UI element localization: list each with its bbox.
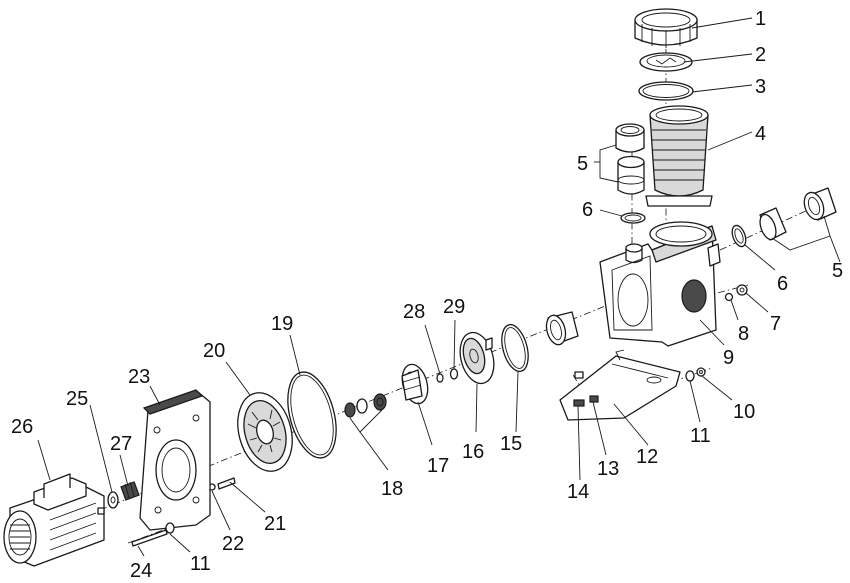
callout-9: 9 (723, 347, 734, 369)
union-o-ring-top (620, 212, 646, 224)
base-bracket (559, 349, 681, 421)
diffuser (459, 331, 495, 385)
diffuser-o-ring (501, 323, 529, 373)
washer-left (165, 522, 175, 534)
callout-8: 8 (738, 323, 749, 345)
callout-4: 4 (755, 123, 766, 145)
callout-29: 29 (443, 296, 465, 318)
callout-27: 27 (110, 433, 132, 455)
callout-6-side: 6 (777, 273, 788, 295)
seal-plate-o-ring (287, 371, 337, 459)
callout-11-left: 11 (190, 553, 211, 575)
callout-labels: 1 2 3 4 5 5 6 6 7 8 9 10 11 11 12 13 14 … (11, 8, 843, 582)
drain-plug (736, 284, 748, 296)
seal-plate (237, 392, 293, 472)
union-o-ring-side (731, 224, 747, 248)
base-pad-13 (589, 395, 599, 403)
callout-15: 15 (500, 433, 522, 455)
nut-right (696, 367, 706, 377)
lid-locking-ring (634, 8, 698, 48)
motor-bracket (139, 389, 211, 531)
callout-3: 3 (755, 76, 766, 98)
callout-24: 24 (130, 560, 152, 582)
callout-23: 23 (128, 366, 150, 388)
slinger-washer (107, 491, 119, 509)
strainer-basket (645, 105, 713, 207)
callout-6-top: 6 (582, 199, 593, 221)
strainer-lid (639, 52, 693, 72)
callout-22: 22 (222, 533, 244, 555)
callout-16: 16 (462, 441, 484, 463)
union-connector-side (759, 187, 837, 241)
union-connector-top (615, 123, 645, 195)
callout-1: 1 (755, 8, 766, 30)
callout-17: 17 (427, 455, 449, 477)
callout-11-right: 11 (690, 425, 711, 447)
callout-26: 26 (11, 416, 33, 438)
diffuser-ring (545, 311, 579, 346)
pump-housing (599, 221, 721, 347)
base-pad-14 (573, 371, 585, 407)
impeller (401, 363, 429, 405)
impeller-screw (436, 373, 444, 383)
seal-plate-screw (217, 477, 236, 490)
impeller-washer (449, 368, 459, 380)
callout-10: 10 (733, 401, 755, 423)
callout-14: 14 (567, 481, 589, 503)
callout-13: 13 (597, 458, 619, 480)
washer-right (685, 370, 695, 382)
callout-19: 19 (271, 313, 293, 335)
callout-28: 28 (403, 301, 425, 323)
callout-5-side: 5 (832, 260, 843, 282)
callout-7: 7 (770, 313, 781, 335)
callout-25: 25 (66, 388, 88, 410)
lid-o-ring (638, 81, 694, 101)
callout-12: 12 (636, 446, 658, 468)
callout-20: 20 (203, 340, 225, 362)
motor (3, 473, 105, 567)
mechanical-seal (344, 393, 387, 418)
callout-21: 21 (264, 513, 286, 535)
callout-5-top: 5 (577, 153, 588, 175)
motor-bolt (131, 529, 168, 547)
callout-18: 18 (381, 478, 403, 500)
leader-lines (37, 17, 841, 557)
shaft-spring (120, 481, 140, 501)
callout-2: 2 (755, 44, 766, 66)
drain-plug-washer (724, 292, 734, 302)
